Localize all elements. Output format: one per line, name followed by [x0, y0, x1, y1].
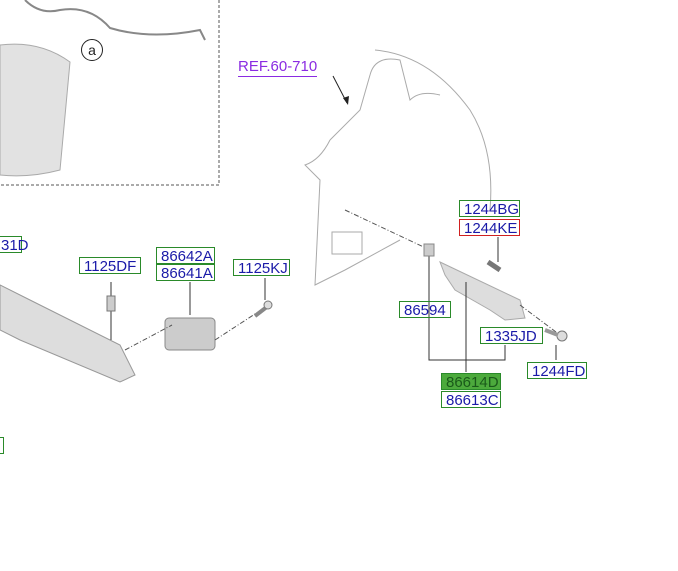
screw-1244fd: [556, 330, 568, 342]
fender-cutout: [331, 231, 363, 255]
callout-a: a: [81, 39, 103, 61]
ref-link[interactable]: REF.60-710: [238, 58, 318, 77]
sensor-bracket-part: [164, 317, 216, 351]
wiring-harness: [24, 0, 206, 41]
bracket-part: [439, 261, 526, 321]
clip-86594: [423, 243, 435, 257]
part-label-1244fd[interactable]: 1244FD: [527, 362, 587, 380]
part-label-86641a[interactable]: 86641A: [156, 264, 215, 282]
fender-outline: [304, 49, 492, 286]
part-label-1335jd[interactable]: 1335JD: [480, 327, 543, 345]
part-label-left-edge[interactable]: [0, 437, 4, 454]
part-label-1125kj[interactable]: 1125KJ: [233, 259, 290, 277]
part-label-1125df[interactable]: 1125DF: [79, 257, 141, 275]
bolt-1125df: [106, 295, 116, 312]
part-label-1244bg[interactable]: 1244BG: [459, 200, 520, 218]
bumper-beam-part: [0, 284, 136, 383]
inset-border: [0, 0, 220, 186]
part-label-86642a[interactable]: 86642A: [156, 247, 215, 265]
bolt-1244bg: [486, 259, 502, 273]
part-label-86613c[interactable]: 86613C: [441, 391, 501, 409]
part-label-31d[interactable]: 31D: [0, 236, 29, 254]
bumper-inset-part: [0, 43, 71, 177]
part-label-86614d[interactable]: 86614D: [441, 373, 501, 391]
part-label-86594[interactable]: 86594: [399, 301, 451, 319]
part-label-1244ke[interactable]: 1244KE: [459, 219, 520, 237]
